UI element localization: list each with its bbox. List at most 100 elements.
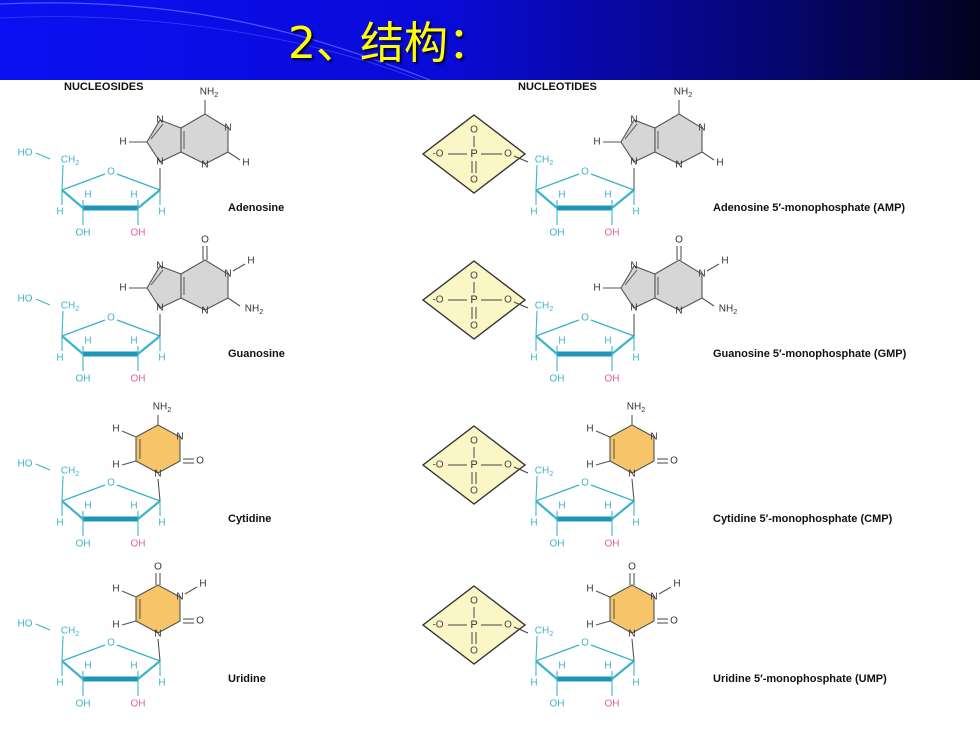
hydrogen-label: H — [242, 158, 249, 169]
ring-oxygen-label: O — [107, 313, 115, 324]
phosphorus-label: P — [470, 294, 477, 306]
n9-label: N — [630, 303, 637, 314]
header-swoosh-decoration — [0, 2, 431, 80]
phosphorus-label: P — [470, 459, 477, 471]
sugar-bond — [61, 475, 64, 502]
hydrogen-label: H — [158, 353, 165, 364]
sugar-bond — [137, 189, 161, 209]
oxygen-minus-label: -O — [432, 295, 443, 306]
glycosidic-bond — [157, 478, 161, 502]
bond-line — [513, 155, 529, 163]
nucleotide-name-cytidine: Cytidine 5′-monophosphate (CMP) — [713, 513, 893, 525]
pyrimidine-ring-of-purine — [180, 259, 229, 311]
sugar-bond — [535, 335, 558, 355]
n7-label: N — [156, 115, 163, 126]
phosphate-diamond — [421, 114, 527, 194]
pyrimidine-ring — [609, 584, 655, 634]
n3-label: N — [176, 432, 183, 443]
sugar-bond — [61, 644, 106, 662]
n1-label: N — [628, 629, 635, 640]
hydrogen-label: H — [632, 518, 639, 529]
sugar-bond — [535, 310, 538, 337]
hydrogen-label: H — [130, 336, 137, 347]
sugar-bond — [116, 644, 161, 662]
hydroxyl-2-label: OH — [605, 539, 620, 550]
sugar-bond-thick — [557, 676, 612, 682]
ring-oxygen-label: O — [107, 638, 115, 649]
nucleoside-name-cytidine: Cytidine — [228, 513, 271, 525]
glycosidic-bond — [631, 638, 635, 662]
n7-label: N — [630, 261, 637, 272]
hydroxyl-3-label: OH — [76, 539, 91, 550]
bond-line — [595, 590, 611, 598]
hydrogen-label: H — [84, 336, 91, 347]
imidazole-ring — [146, 119, 182, 163]
hydrogen-label: H — [56, 678, 63, 689]
hydrogen-label: H — [56, 207, 63, 218]
oxygen-label: O — [470, 486, 478, 497]
hydrogen-label: H — [112, 424, 119, 435]
oxygen-label: O — [470, 596, 478, 607]
hydrogen-label: H — [604, 190, 611, 201]
sugar-bond — [535, 173, 580, 191]
hydrogen-label: H — [112, 620, 119, 631]
n3-label: N — [201, 306, 208, 317]
hydrogen-label: H — [247, 256, 254, 267]
sugar-bond — [116, 484, 161, 502]
ch2-label: CH2 — [61, 155, 79, 167]
pyrimidine-ring — [135, 584, 181, 634]
hydrogen-label: H — [158, 678, 165, 689]
hydrogen-label: H — [558, 190, 565, 201]
oxygen-minus-label: -O — [432, 620, 443, 631]
phosphate-diamond — [421, 260, 527, 340]
n1-label: N — [154, 469, 161, 480]
hydrogen-label: H — [119, 137, 126, 148]
oxygen-label: O — [196, 456, 204, 467]
bond-line — [184, 586, 198, 595]
bond-line — [513, 301, 529, 309]
sugar-bond — [35, 152, 51, 160]
sugar-bond — [590, 644, 635, 662]
hydrogen-label: H — [84, 661, 91, 672]
nucleotide-name-guanosine: Guanosine 5′-monophosphate (GMP) — [713, 348, 907, 360]
hydroxyl-2-label: OH — [605, 374, 620, 385]
hydrogen-label: H — [558, 661, 565, 672]
n1-label: N — [698, 123, 705, 134]
hydroxyl-3-label: OH — [76, 699, 91, 710]
hydrogen-label: H — [604, 501, 611, 512]
hydrogen-label: H — [604, 336, 611, 347]
sugar-bond — [535, 475, 538, 502]
ring-oxygen-label: O — [581, 478, 589, 489]
sugar-bond — [61, 500, 84, 520]
n1-label: N — [698, 269, 705, 280]
hydrogen-label: H — [586, 584, 593, 595]
sugar-bond — [116, 173, 161, 191]
oxygen-minus-label: -O — [432, 460, 443, 471]
n9-label: N — [156, 303, 163, 314]
sugar-bond — [535, 660, 558, 680]
ring-oxygen-label: O — [581, 638, 589, 649]
double-bond — [150, 269, 164, 286]
double-bond — [624, 269, 638, 286]
slide-title: 2、结构： — [288, 18, 492, 69]
oxygen-minus-label: -O — [432, 149, 443, 160]
ch2-label: CH2 — [535, 626, 553, 638]
ch2-label: CH2 — [61, 466, 79, 478]
hydrogen-label: H — [158, 518, 165, 529]
sugar-bond — [61, 335, 84, 355]
